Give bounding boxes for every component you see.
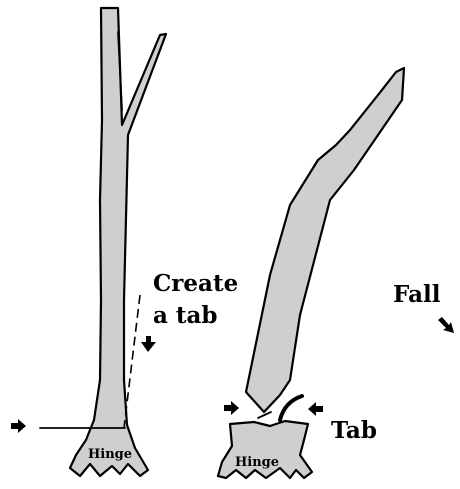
left-tree: Create a tab Hinge xyxy=(11,8,238,476)
create-tab-label-line2: a tab xyxy=(153,302,218,329)
tab-label: Tab xyxy=(331,417,377,444)
left-cut-arrow-icon xyxy=(11,419,26,433)
left-tree-tab-guide xyxy=(124,295,140,428)
tab-hinge-fiber xyxy=(280,396,302,420)
left-tree-trunk xyxy=(70,8,166,476)
right-cut-arrow-icon xyxy=(224,401,239,415)
create-tab-label-line1: Create xyxy=(153,270,238,297)
right-tree-trunk xyxy=(246,68,404,412)
fall-direction-arrow-icon xyxy=(438,317,454,333)
right-tree: Fall Tab Hinge xyxy=(218,68,454,478)
tab-arrow-icon xyxy=(308,402,323,416)
fall-label: Fall xyxy=(393,281,441,308)
left-hinge-label: Hinge xyxy=(88,447,132,462)
create-tab-arrow-icon xyxy=(141,336,156,352)
right-hinge-label: Hinge xyxy=(235,455,279,470)
